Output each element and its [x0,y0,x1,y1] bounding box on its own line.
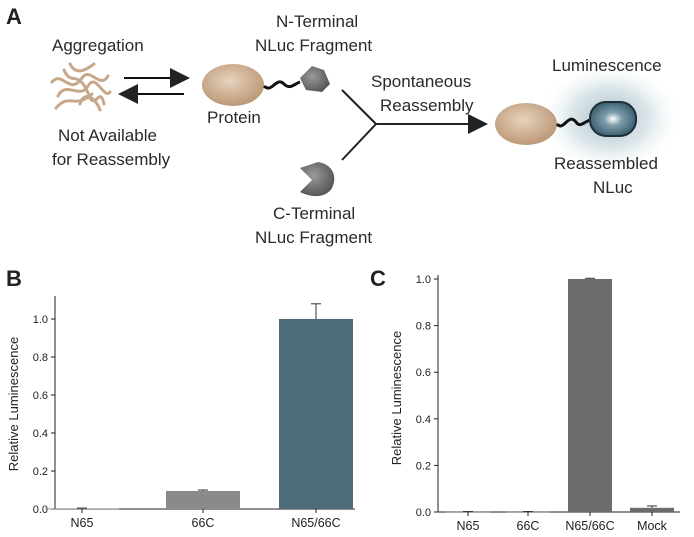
y-tick-label: 0.4 [33,428,48,440]
label-spontaneous-2: Reassembly [380,96,474,115]
linker-n [262,80,301,90]
label-not-available-2: for Reassembly [52,150,171,169]
y-tick-label: 0.0 [416,507,431,519]
bar-n65-66c [279,319,353,509]
y-tick-label: 1.0 [33,314,48,326]
category-label: N65 [71,516,94,530]
category-label: 66C [192,516,215,530]
category-label: N65 [457,519,480,533]
equilibrium-arrows [118,68,190,104]
bar-n65-66c [568,279,612,512]
y-axis-title: Relative Luminescence [389,331,404,465]
y-tick-label: 0.2 [33,466,48,478]
label-protein: Protein [207,108,261,127]
panel-a-label: A [6,4,22,29]
category-label: Mock [637,519,668,533]
panel-b-label: B [6,266,22,291]
label-c-terminal-2: NLuc Fragment [255,228,373,247]
panel-c-label: C [370,266,386,291]
bar-66c [166,490,240,509]
reassembled-protein-shape [495,103,557,145]
category-label: N65/66C [291,516,340,530]
y-axis-title: Relative Luminescence [6,337,21,471]
reassembled-nluc-shape [589,101,637,137]
label-reassembled-1: Reassembled [554,154,658,173]
c-terminal-fragment [300,162,335,197]
label-n-terminal-2: NLuc Fragment [255,36,373,55]
y-tick-label: 0.8 [33,352,48,364]
reassembly-lines [341,89,488,161]
label-not-available-1: Not Available [58,126,157,145]
y-tick-label: 0.6 [33,390,48,402]
label-luminescence: Luminescence [552,56,662,75]
aggregate-icon [50,62,112,112]
label-aggregation: Aggregation [52,36,144,55]
y-tick-label: 0.2 [416,460,431,472]
bar-n65 [45,508,119,510]
bar-mock [630,507,674,512]
label-reassembled-2: NLuc [593,178,633,197]
y-tick-label: 0.0 [33,504,48,516]
y-tick-label: 0.4 [416,414,431,426]
y-tick-label: 0.8 [416,321,431,333]
label-n-terminal-1: N-Terminal [276,12,359,31]
n-terminal-fragment [300,66,330,92]
y-tick-label: 1.0 [416,274,431,286]
label-c-terminal-1: C-Terminal [273,204,356,223]
category-label: 66C [517,519,540,533]
linker-reassembled [555,117,591,128]
label-spontaneous-1: Spontaneous [371,72,472,91]
y-tick-label: 0.6 [416,367,431,379]
category-label: N65/66C [565,519,614,533]
protein-shape [202,64,264,106]
